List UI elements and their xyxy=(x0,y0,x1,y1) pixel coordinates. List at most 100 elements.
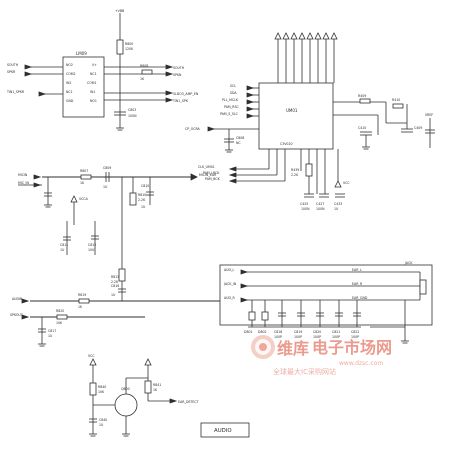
amp-en-out-label: SLDO3_AMP_EN xyxy=(173,92,199,96)
codec-left-arrow-2 xyxy=(246,92,255,98)
switch-mid-resistor-value: 1K xyxy=(140,77,145,81)
watermark-slogan: 全球最大IC采购网站 xyxy=(273,367,336,376)
cap-i-value: 10U xyxy=(88,248,95,252)
jack-net-b-label: JACK_IN xyxy=(223,282,237,286)
switch-mid-resistor xyxy=(141,69,153,75)
codec-left-label-2: SDA xyxy=(230,91,237,95)
codec-section: UM01 C3V020 xyxy=(185,32,435,211)
codec-left-arrow-1 xyxy=(246,85,255,91)
codec-right-cap-label: C409 xyxy=(414,126,422,130)
spkout-label: SPKOUT xyxy=(10,313,23,317)
jack-c2-label: C819 xyxy=(294,330,302,334)
jack-c2-value: 100P xyxy=(294,335,302,339)
cp-ocra-label: CP_OCRA xyxy=(185,127,201,131)
switch-cap-value: 100N xyxy=(128,114,137,118)
codec-top-arrow-1 xyxy=(274,32,282,40)
switch-left-pin-3: IN2 xyxy=(66,81,71,85)
codec-right-resistor-b xyxy=(392,103,404,109)
spkn-out-label: SPKN xyxy=(173,73,182,77)
detect-resistor-b xyxy=(144,380,152,394)
codec-right-resistor-b-label: R410 xyxy=(392,98,400,102)
south-in-arrow xyxy=(24,64,33,70)
resistor-d-value: 1K xyxy=(78,305,83,309)
mic-jack-label: MICIN_EAR xyxy=(199,173,217,177)
cap-k-label: C817 xyxy=(48,329,56,333)
jack-c3-label: C820 xyxy=(313,330,321,334)
mic-cap-f-value: 1U xyxy=(103,185,108,189)
supply-resistor-value: 2.2K xyxy=(291,173,299,177)
mic-resistor-a xyxy=(80,174,92,180)
jack-net-a-arrow xyxy=(240,269,249,275)
jack-c3-value: 100P xyxy=(313,335,321,339)
codec-left-arrow-5 xyxy=(246,113,255,119)
jack-net-b-arrow xyxy=(240,283,249,289)
pam-lrck-arrow xyxy=(228,172,237,178)
detect-right-vcc-arrow xyxy=(144,358,152,366)
analog-switch-chip xyxy=(62,56,105,118)
tin1-spkr-arrow xyxy=(38,91,47,97)
switch-left-pin-5: GND xyxy=(66,99,74,103)
jack-c4-value: 100P xyxy=(332,335,340,339)
codec-top-arrow-2 xyxy=(282,32,290,40)
title-box xyxy=(200,422,250,438)
spkr-in-label: SPKR xyxy=(7,70,16,74)
audin-label: AUDIN xyxy=(12,297,23,301)
resistor-c xyxy=(118,268,126,282)
mic-right-cap-value: 1U xyxy=(141,205,146,209)
jack-ear-r-label: EAR_R xyxy=(352,282,363,286)
codec-cap-label: C808 xyxy=(236,136,244,140)
detect-cap-value: 1U xyxy=(99,423,104,427)
switch-vcc-label: +VBB xyxy=(115,9,124,13)
detect-vcc-label: VCC xyxy=(88,354,95,358)
jack-d2-body xyxy=(261,311,269,321)
spkr-in-arrow xyxy=(24,71,33,77)
jack-c1-value: 100P xyxy=(274,335,282,339)
detect-section: VCC R840 10K Q800 R841 1K EAR_DETECT C8 xyxy=(88,354,199,437)
jack-c4-label: C821 xyxy=(332,330,340,334)
cap-h-label: C811 xyxy=(60,243,68,247)
supply-cap-c-label: C433 xyxy=(334,202,342,206)
codec-lower-supply-network: R439 2.2K C425 100N C427 100N C433 1U VC… xyxy=(291,149,350,211)
switch-left-pin-2: COM2 xyxy=(66,72,76,76)
switch-mid-resistor-label: R808 xyxy=(140,64,148,68)
micin-label: MICIN xyxy=(18,173,28,177)
audio-codec-sub-label: C3V020 xyxy=(280,142,293,146)
watermark-logo-text: 维库 xyxy=(277,339,309,358)
detect-cap-label: C840 xyxy=(99,418,107,422)
codec-top-arrow-4 xyxy=(298,32,306,40)
detect-left-vcc-arrow xyxy=(89,358,97,366)
codec-left-connections: SCL SDA PLL_MCLK PAM_RSC PAM_S_SLC CP_OC… xyxy=(185,84,259,153)
watermark-logo-icon xyxy=(251,335,275,359)
supply-resistor-label: R439 xyxy=(291,168,299,172)
cap-h-value: 1U xyxy=(60,248,65,252)
audio-codec-chip xyxy=(258,82,334,150)
supply-cap-a-label: C425 xyxy=(300,202,308,206)
detect-resistor-b-label: R841 xyxy=(153,383,161,387)
jack-c5-value: 100P xyxy=(351,335,359,339)
cap-k-value: 1U xyxy=(48,334,53,338)
watermark-brand-text: 电子市场网 xyxy=(312,338,392,357)
mic-sub-arrow xyxy=(33,182,42,188)
spkout-arrow xyxy=(21,314,30,320)
resistor-e-value: 10K xyxy=(56,321,63,325)
switch-top-resistor-label: R800 xyxy=(125,42,133,46)
mic-right-cap-label: C810 xyxy=(141,184,149,188)
jack-net-a-label: AUD_L xyxy=(224,268,235,272)
switch-right-pin-2: NC1 xyxy=(90,72,97,76)
jack-ear-l-label: EAR_L xyxy=(352,268,362,272)
vcca-arrow xyxy=(70,195,78,203)
vcc-mid-label: VCC xyxy=(343,181,350,185)
jack-connector-body xyxy=(419,279,427,295)
mic-resistor-b-label: R810 xyxy=(138,193,146,197)
resistor-d xyxy=(78,298,90,304)
analog-switch-chip-label: LM09 xyxy=(76,51,87,56)
supply-cap-a-value: 100N xyxy=(301,207,310,211)
codec-top-arrow-6 xyxy=(314,32,322,40)
spkn-out-arrow xyxy=(165,71,174,77)
south-in-label: SOUTH xyxy=(7,63,19,67)
pam-lrck-label: PAM_LRCK xyxy=(203,171,220,175)
detect-resistor-b-value: 1K xyxy=(153,388,158,392)
codec-left-label-1: SCL xyxy=(230,84,236,88)
